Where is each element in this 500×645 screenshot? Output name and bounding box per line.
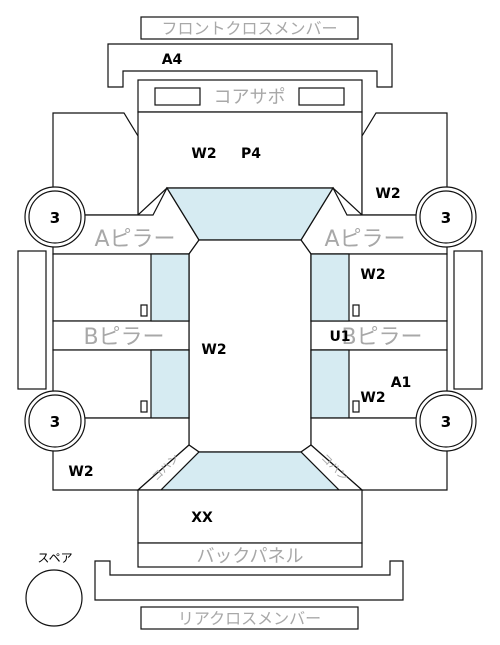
wheel-front-right-inner [419,190,473,244]
mark-hood-p4: P4 [241,146,261,162]
spare-tire[interactable] [25,569,83,627]
wheel-front-left[interactable]: 3 [24,186,86,248]
wheel-front-right[interactable]: 3 [415,186,477,248]
front-cross-member-box[interactable] [140,16,359,40]
mark-roof: W2 [201,342,226,358]
front-cross-member-label: フロントクロスメンバー [161,19,337,38]
right-front-door-handle [352,304,360,317]
right-a-pillar-label: Aピラー [324,227,405,252]
back-panel[interactable] [137,542,363,568]
right-b-pillar-label: Bピラー [341,325,422,350]
back-panel-label: バックパネル [196,546,303,567]
wheel-front-left-mark: 3 [50,209,60,227]
mark-front-bumper: A4 [162,52,183,68]
mark-right-fender: W2 [375,186,400,202]
right-rear-window[interactable] [310,349,350,419]
wheel-rear-left[interactable]: 3 [24,390,86,452]
rear-cross-member-label: リアクロスメンバー [178,609,321,628]
left-front-door-handle [140,304,148,317]
rear-cross-member-box[interactable] [140,606,359,630]
left-rear-window[interactable] [150,349,190,419]
left-b-pillar[interactable] [52,320,190,351]
right-rear-door-handle [352,400,360,413]
left-rear-door-handle [140,400,148,413]
mark-left-quarter: W2 [68,464,93,480]
wheel-rear-right-mark: 3 [441,413,451,431]
left-front-window[interactable] [150,253,190,322]
wheel-rear-left-inner [28,394,82,448]
mark-trunk: XX [191,510,213,526]
mark-hood-w2: W2 [191,146,216,162]
mark-right-front-door: W2 [360,267,385,283]
left-b-pillar-label: Bピラー [83,325,164,350]
left-a-pillar-label: Aピラー [94,227,175,252]
wheel-front-left-inner [28,190,82,244]
core-support-left-slot [154,87,201,106]
wheel-front-right-mark: 3 [441,209,451,227]
core-support-label: コアサポ [214,87,286,108]
right-side-sill[interactable] [453,250,483,390]
mark-right-rear-door-a1: A1 [391,375,412,391]
wheel-rear-right-inner [419,394,473,448]
front-bumper[interactable] [107,43,393,88]
mark-right-rear-door-w2: W2 [360,390,385,406]
rear-bumper[interactable] [94,560,404,601]
trunk-lid[interactable] [137,489,363,544]
core-support-right-slot [298,87,345,106]
right-b-pillar[interactable] [310,320,448,351]
right-front-window[interactable] [310,253,350,322]
spare-label: スペア [37,551,72,565]
left-side-sill[interactable] [17,250,47,390]
mark-right-b-pillar: U1 [329,329,350,345]
wheel-rear-left-mark: 3 [50,413,60,431]
wheel-rear-right[interactable]: 3 [415,390,477,452]
